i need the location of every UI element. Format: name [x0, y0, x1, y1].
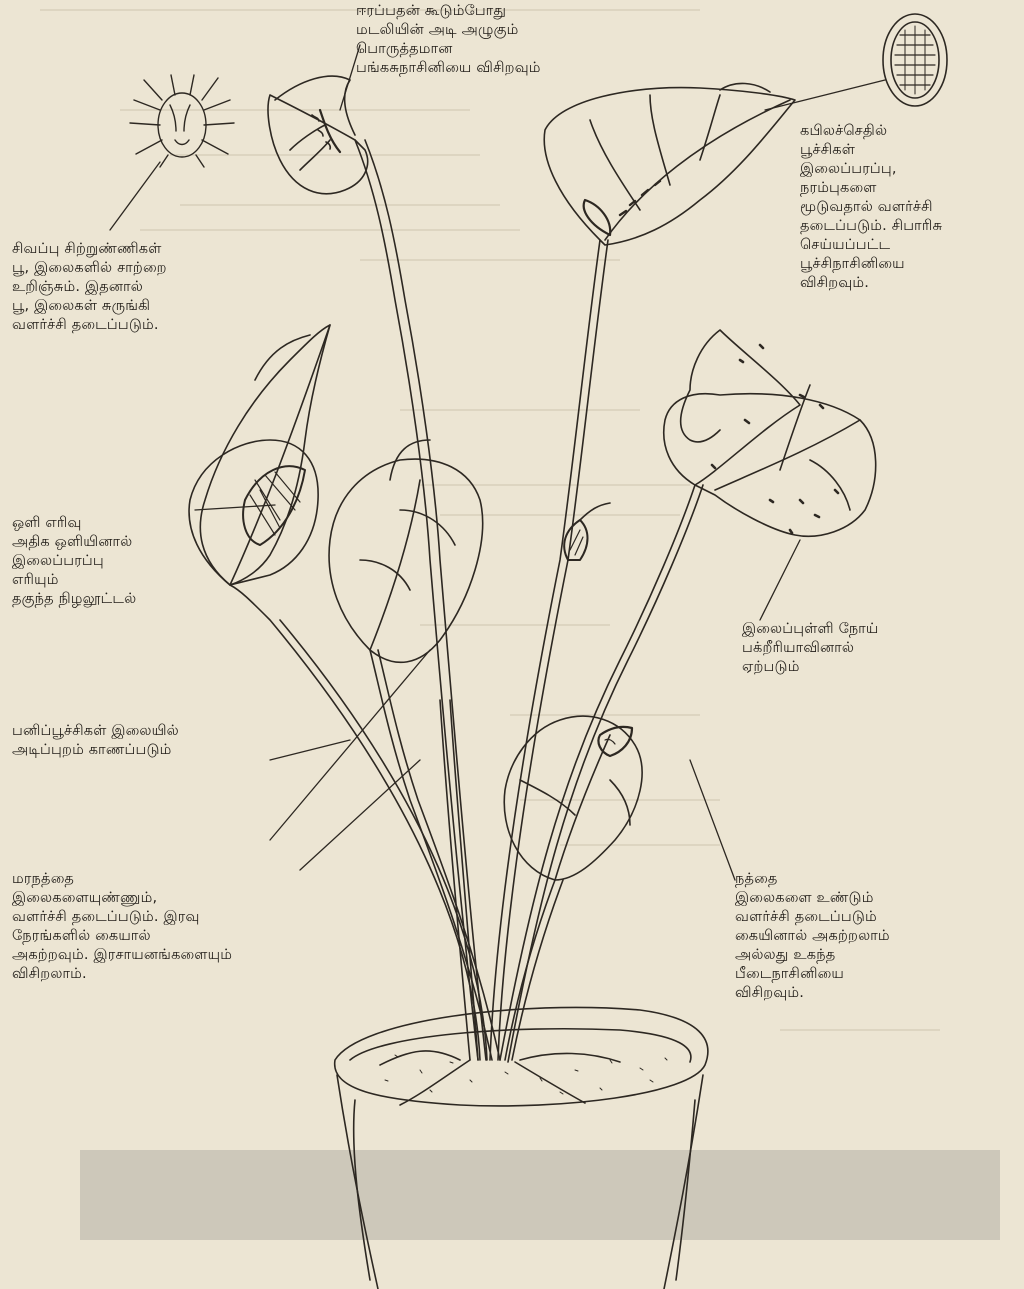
- annotation-thrips: பனிப்பூச்சிகள் இலையில் அடிப்புறம் காணப்ப…: [12, 722, 179, 760]
- footer-band: [80, 1150, 1000, 1240]
- leader-lines: [110, 45, 885, 880]
- red-spider-mite: [130, 75, 234, 167]
- annotation-leaf-spot: இலைப்புள்ளி நோய் பக்றீரியாவினால் ஏற்படும…: [742, 620, 879, 677]
- top-right-leaf: [544, 83, 795, 245]
- annotation-red-spider-mites: சிவப்பு சிற்றுண்ணிகள் பூ, இலைகளில் சாற்ற…: [12, 240, 167, 335]
- annotation-snail: நத்தை இலைகளை உண்டும் வளர்ச்சி தடைப்படும்…: [735, 870, 890, 1003]
- left-leaf: [189, 325, 330, 585]
- annotation-root-rot: ஈரப்பதன் கூடும்போது மடலியின் அடி அழுகும்…: [356, 2, 541, 78]
- flower-pot: [335, 1007, 708, 1289]
- scale-insect: [883, 14, 947, 106]
- plant-stems: [230, 140, 703, 1105]
- center-left-leaf: [329, 440, 483, 662]
- annotation-sun-burn: ஒளி எரிவு அதிக ஒளியினால் இலைப்பரப்பு எரி…: [12, 514, 136, 609]
- annotation-slug: மரநத்தை இலைகளையுண்ணும், வளர்ச்சி தடைப்பட…: [12, 870, 232, 984]
- annotation-scale-insects: கபிலச்செதில் பூச்சிகள் இலைப்பரப்பு, நரம்…: [800, 122, 942, 293]
- top-flower: [268, 76, 368, 194]
